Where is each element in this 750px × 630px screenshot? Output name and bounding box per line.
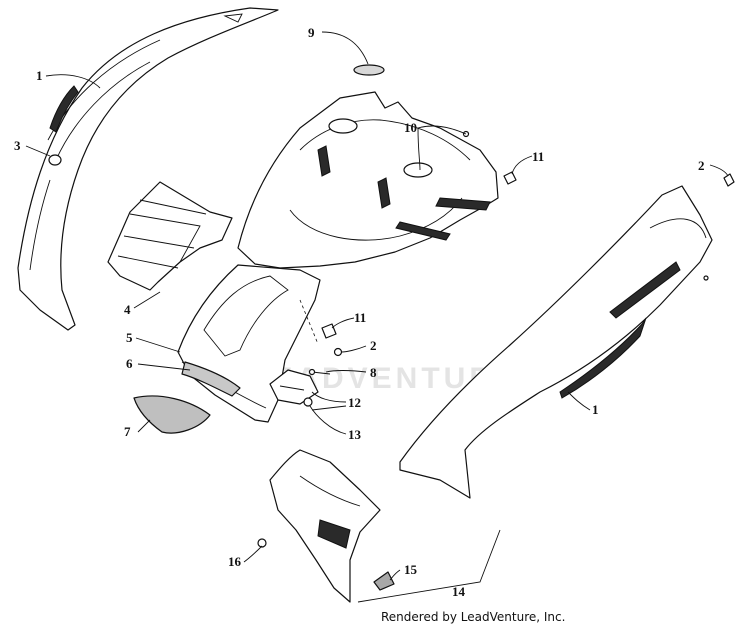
mesh-screen-large[interactable] — [133, 395, 211, 434]
bolt-right[interactable] — [723, 173, 735, 187]
callout-15: 15 — [404, 562, 418, 577]
callout-6: 6 — [126, 356, 133, 371]
callout-14: 14 — [452, 584, 466, 599]
mounting-bracket[interactable] — [269, 369, 319, 407]
badge-emblem[interactable] — [353, 64, 385, 76]
upper-dash-console[interactable] — [237, 91, 499, 269]
callout-9: 9 — [308, 25, 315, 40]
callout-2: 2 — [370, 338, 377, 353]
leader-lines — [25, 31, 729, 603]
callout-2: 2 — [698, 158, 705, 173]
screw-8[interactable] — [308, 368, 331, 376]
callout-16: 16 — [228, 554, 242, 569]
callout-4: 4 — [124, 302, 131, 317]
clip-nut-right[interactable] — [503, 171, 517, 185]
callout-1: 1 — [36, 68, 43, 83]
callout-1: 1 — [592, 402, 599, 417]
reflector-15[interactable] — [373, 571, 395, 591]
callout-11: 11 — [532, 149, 544, 164]
callout-5: 5 — [126, 330, 133, 345]
callout-3: 3 — [14, 138, 21, 153]
left-side-panel[interactable] — [17, 7, 279, 331]
grille-frame[interactable] — [107, 181, 233, 291]
callout-8: 8 — [370, 365, 377, 380]
small-insert-3[interactable] — [48, 154, 62, 166]
bolt-center[interactable] — [333, 347, 343, 357]
right-side-panel[interactable] — [399, 185, 713, 499]
callout-12: 12 — [348, 395, 361, 410]
mesh-grille-small[interactable] — [181, 361, 241, 397]
lower-nose-pan[interactable] — [269, 449, 381, 603]
screw-16[interactable] — [257, 538, 267, 548]
callout-13: 13 — [348, 427, 362, 442]
render-credit: Rendered by LeadVenture, Inc. — [381, 610, 566, 624]
callout-7: 7 — [124, 424, 131, 439]
callout-11: 11 — [354, 310, 366, 325]
callout-10: 10 — [404, 120, 417, 135]
